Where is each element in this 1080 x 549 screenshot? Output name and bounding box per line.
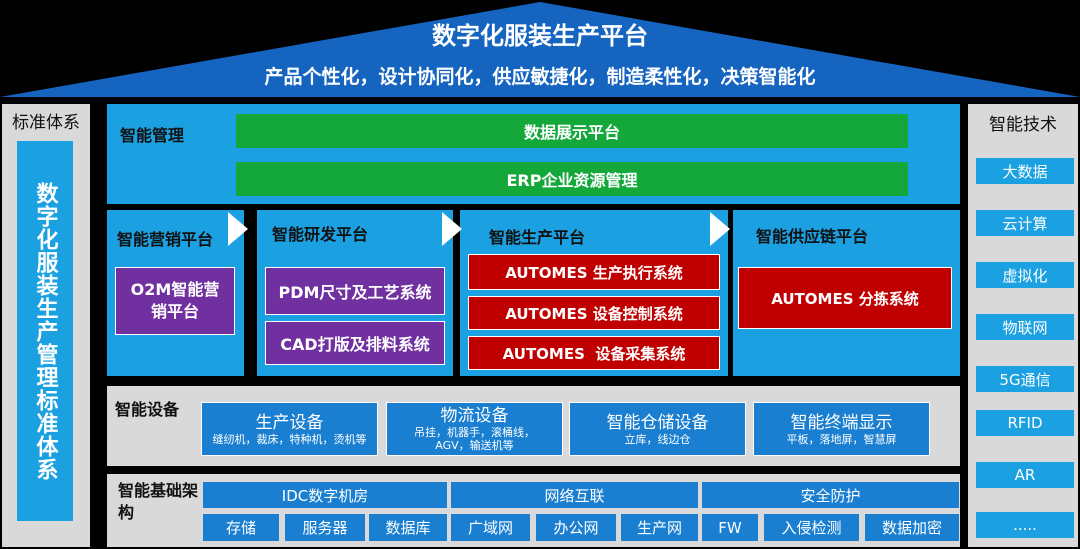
- infra-group-idc: IDC数字机房: [203, 482, 447, 508]
- management-title: 智能管理: [120, 126, 185, 145]
- mes-sorting-box: AUTOMES 分拣系统: [738, 267, 952, 329]
- equipment-production-title: 生产设备: [255, 412, 324, 433]
- erp-bar: ERP企业资源管理: [236, 162, 908, 196]
- arrow-right-icon: [442, 212, 462, 246]
- arrow-right-icon: [710, 212, 730, 246]
- infrastructure-title: 智能基础架构: [118, 481, 199, 522]
- equipment-logistics-desc: 吊挂，机器手，滚桶线，AGV，输送机等: [414, 426, 535, 452]
- mes-collection-box: AUTOMES 设备采集系统: [468, 336, 720, 370]
- production-title: 智能生产平台: [489, 228, 586, 247]
- cad-box: CAD打版及排料系统: [265, 321, 445, 365]
- infra-item-encryption: 数据加密: [865, 514, 959, 541]
- tech-item-5g: 5G通信: [976, 366, 1074, 392]
- rnd-title: 智能研发平台: [272, 225, 369, 244]
- tech-item-cloud: 云计算: [976, 210, 1074, 236]
- equipment-production: 生产设备 缝纫机，裁床，特种机，烫机等: [201, 402, 378, 456]
- arrow-right-icon: [228, 212, 248, 246]
- infra-group-security: 安全防护: [702, 482, 959, 508]
- equipment-terminal: 智能终端显示 平板，落地屏，智慧屏: [753, 402, 930, 456]
- equipment-warehouse-desc: 立库，线边仓: [624, 432, 691, 446]
- tech-item-more: .....: [976, 512, 1074, 538]
- standards-label: 数字化服装生产管理标准体系: [17, 141, 73, 521]
- mes-execution-box: AUTOMES 生产执行系统: [468, 254, 720, 290]
- infra-item-office-net: 办公网: [536, 514, 616, 541]
- infra-item-storage: 存储: [203, 514, 279, 541]
- infra-item-intrusion: 入侵检测: [764, 514, 859, 541]
- tech-item-iot: 物联网: [976, 314, 1074, 340]
- marketing-title: 智能营销平台: [117, 230, 214, 249]
- tech-item-virtualization: 虚拟化: [976, 262, 1074, 288]
- infra-item-firewall: FW: [702, 514, 758, 541]
- equipment-warehouse: 智能仓储设备 立库，线边仓: [569, 402, 746, 456]
- equipment-production-desc: 缝纫机，裁床，特种机，烫机等: [212, 432, 367, 446]
- tech-item-ar: AR: [976, 462, 1074, 488]
- technology-heading: 智能技术: [989, 114, 1057, 135]
- o2m-box: O2M智能营销平台: [115, 267, 235, 335]
- equipment-warehouse-title: 智能仓储设备: [606, 412, 709, 433]
- equipment-terminal-title: 智能终端显示: [790, 412, 893, 433]
- infra-group-network: 网络互联: [451, 482, 698, 508]
- pdm-box: PDM尺寸及工艺系统: [265, 267, 445, 315]
- standards-heading: 标准体系: [12, 112, 80, 133]
- supply-title: 智能供应链平台: [756, 227, 869, 246]
- equipment-title: 智能设备: [115, 400, 180, 419]
- data-display-bar: 数据展示平台: [236, 114, 908, 148]
- mes-control-box: AUTOMES 设备控制系统: [468, 296, 720, 330]
- infra-item-wan: 广域网: [451, 514, 530, 541]
- infra-item-production-net: 生产网: [621, 514, 698, 541]
- tech-item-rfid: RFID: [976, 410, 1074, 436]
- infra-item-database: 数据库: [369, 514, 447, 541]
- tech-item-big-data: 大数据: [976, 158, 1074, 184]
- roof-shape: [0, 2, 1080, 97]
- equipment-terminal-desc: 平板，落地屏，智慧屏: [786, 432, 897, 446]
- infra-item-server: 服务器: [285, 514, 365, 541]
- platform-subtitle: 产品个性化，设计协同化，供应敏捷化，制造柔性化，决策智能化: [264, 65, 816, 88]
- equipment-logistics-title: 物流设备: [440, 406, 509, 426]
- platform-title: 数字化服装生产平台: [432, 21, 648, 50]
- equipment-logistics: 物流设备 吊挂，机器手，滚桶线，AGV，输送机等: [386, 402, 563, 456]
